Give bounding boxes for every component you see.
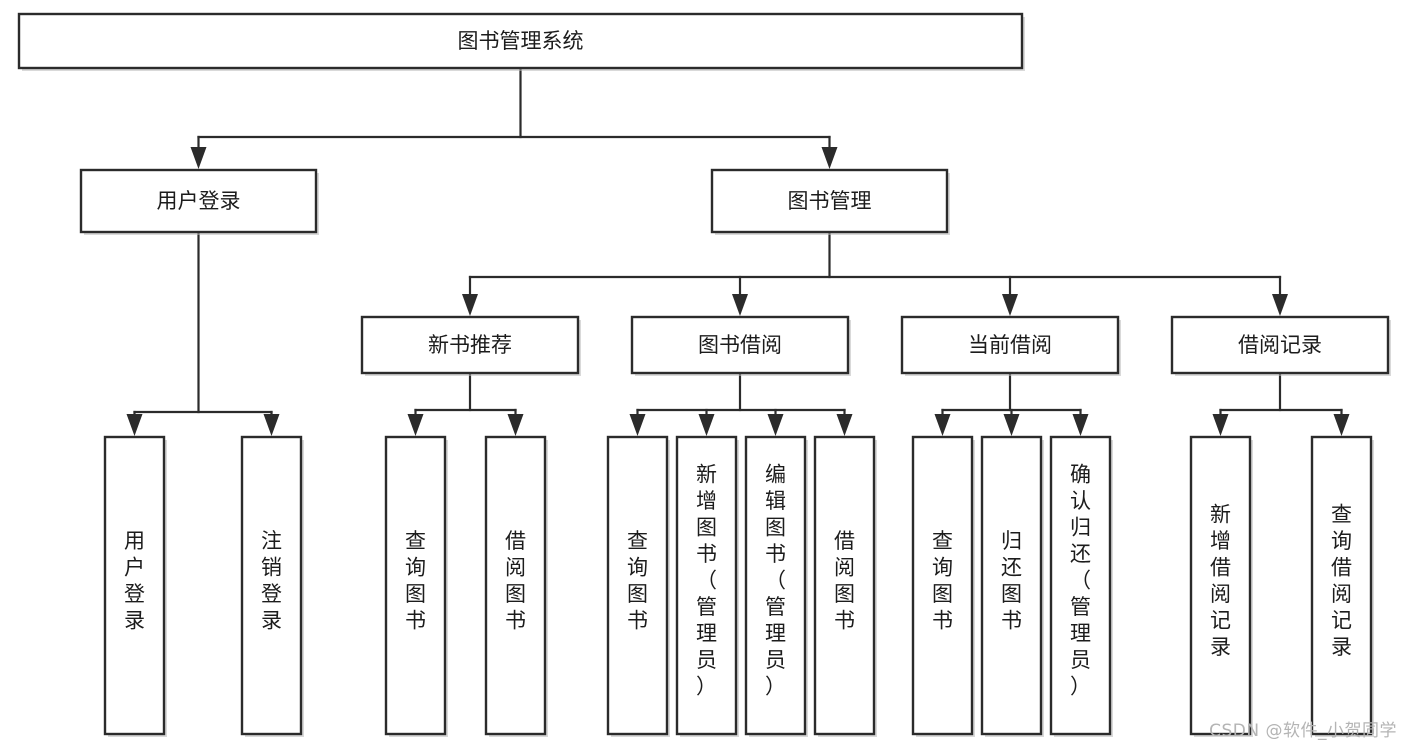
node-label: 新增图书（管理员） (696, 463, 717, 699)
node-box[interactable] (900, 315, 1120, 375)
connector-layer (126, 66, 1350, 436)
node-box[interactable] (240, 435, 303, 736)
node-label: 新书推荐 (428, 333, 512, 357)
node-box[interactable] (813, 435, 876, 736)
csdn-watermark: CSDN @软件_小贺同学 (1209, 721, 1397, 741)
node-label: 归还图书 (1001, 529, 1022, 633)
node-box[interactable] (911, 435, 974, 736)
node-label: 查询图书 (627, 529, 648, 633)
node-box[interactable] (744, 435, 807, 736)
node-label: 查询图书 (405, 529, 426, 633)
node-label: 新增借阅记录 (1210, 502, 1231, 659)
node-box[interactable] (675, 435, 738, 736)
node-box[interactable] (360, 315, 580, 375)
node-layer: 图书管理系统用户登录图书管理新书推荐图书借阅当前借阅借阅记录用户登录注销登录查询… (17, 12, 1391, 737)
node-box[interactable] (606, 435, 669, 736)
node-label: 图书借阅 (698, 333, 782, 357)
node-box[interactable] (980, 435, 1043, 736)
node-label: 图书管理系统 (458, 29, 584, 53)
node-label: 借阅图书 (505, 529, 526, 633)
node-box[interactable] (103, 435, 166, 736)
node-label: 当前借阅 (968, 333, 1052, 357)
node-label: 图书管理 (788, 189, 872, 213)
node-label: 用户登录 (124, 529, 145, 633)
node-label: 借阅记录 (1238, 333, 1322, 357)
node-label: 注销登录 (261, 529, 282, 633)
node-box[interactable] (17, 12, 1024, 70)
node-label: 用户登录 (157, 189, 241, 213)
node-box[interactable] (1310, 435, 1373, 736)
node-box[interactable] (710, 168, 949, 234)
node-box[interactable] (79, 168, 318, 234)
node-label: 确认归还（管理员） (1070, 463, 1091, 699)
node-box[interactable] (630, 315, 850, 375)
node-box[interactable] (1170, 315, 1390, 375)
node-label: 借阅图书 (834, 529, 855, 633)
node-label: 查询图书 (932, 529, 953, 633)
node-label: 编辑图书（管理员） (765, 463, 786, 699)
node-box[interactable] (1049, 435, 1112, 736)
node-box[interactable] (484, 435, 547, 736)
node-box[interactable] (384, 435, 447, 736)
node-box[interactable] (1189, 435, 1252, 736)
node-label: 查询借阅记录 (1331, 502, 1352, 659)
